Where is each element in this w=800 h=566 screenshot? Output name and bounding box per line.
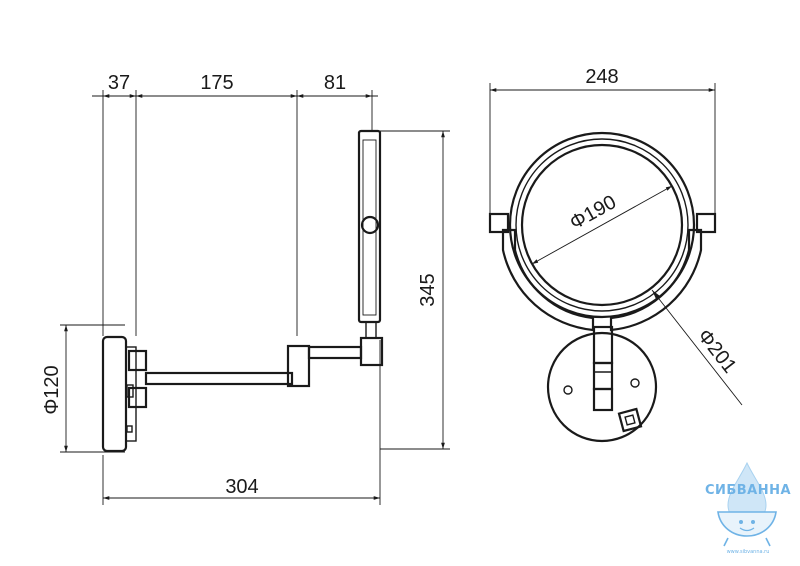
logo-smile [739,527,755,532]
mirror-outer-ring-inner [515,138,689,312]
dim-label-total: 304 [225,476,258,498]
arm-upper [307,345,363,360]
dim-label-head: 81 [324,72,346,94]
dim-label-inner: Φ190 [566,191,620,234]
mirror-edge-inner [362,139,377,316]
logo-url: www.sibvanna.ru [727,549,770,555]
yoke-cap-right [695,212,717,234]
logo-name: СИБВАННА [705,483,791,498]
plate-hole-left [563,385,573,395]
plate-screw [126,425,133,433]
switch-icon [617,407,643,433]
head-joint [359,336,384,367]
front-wall-plate [546,331,658,443]
side-view: 37 175 81 345 Φ120 304 [41,72,450,505]
mirror-pivot [360,215,380,235]
dim-label-wall: 37 [108,72,130,94]
elbow-joint [286,344,311,388]
wall-pivot-bottom [127,386,148,409]
plate-hole-right [630,378,640,388]
dim-line-190 [531,185,673,265]
dim-label-height: 345 [417,273,439,306]
logo-eye-left [739,520,743,524]
wall-plate-collar [125,346,137,442]
dim-label-arm: 175 [200,72,233,94]
arm-lower [144,371,294,386]
logo-eye-right [751,520,755,524]
dim-label-width: 248 [585,66,618,88]
dim-leader-201 [651,289,743,406]
bathtub-icon [717,511,777,537]
yoke-cap-left [488,212,510,234]
stem-lower [592,387,614,412]
brand-logo: СИБВАННА www.sibvanna.ru [705,461,791,555]
mirror-outer-ring [508,131,696,319]
dim-arrow-201 [652,290,660,299]
bathtub-leg-left [723,537,729,547]
wall-plate [101,335,128,453]
dim-label-plate: Φ120 [41,365,63,414]
wall-pivot-top [127,349,148,372]
front-view: 248 Φ190 Φ201 [488,66,743,443]
head-stem [365,321,377,339]
bathtub-leg-right [765,537,771,547]
stem-middle [592,361,614,391]
mirror-edge [357,129,382,324]
mirror-glass [520,143,684,307]
